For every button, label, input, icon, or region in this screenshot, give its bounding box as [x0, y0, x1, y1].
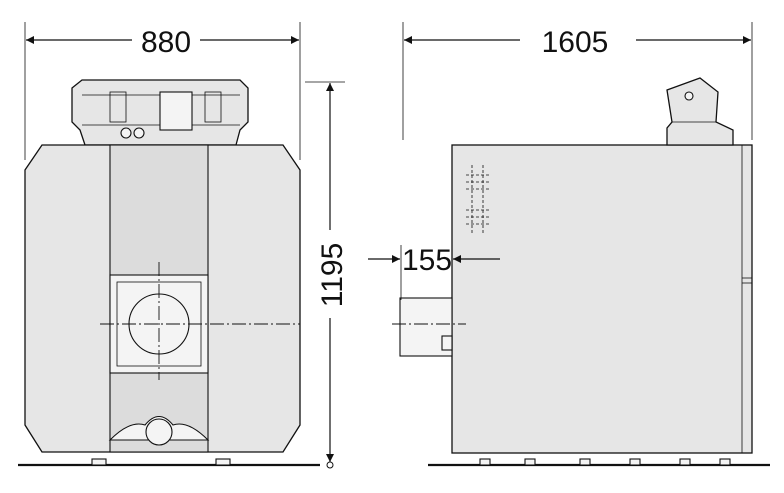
- dimension-front-width: 880: [24, 22, 301, 160]
- dimension-label-155: 155: [402, 244, 452, 277]
- front-port-1: [120, 127, 132, 139]
- dimension-label-880: 880: [141, 26, 191, 59]
- front-foot-left: [91, 458, 107, 466]
- side-top-unit: [666, 77, 734, 146]
- front-top-connector: [159, 91, 193, 131]
- drain-opening: [145, 418, 173, 446]
- front-view: [18, 79, 320, 467]
- front-foot-right: [215, 458, 231, 466]
- side-casing: [451, 144, 753, 454]
- dimension-label-1195: 1195: [316, 243, 349, 308]
- dimension-flue-offset: 155: [368, 244, 500, 300]
- front-port-2: [133, 127, 145, 139]
- side-hidden-connections: [466, 165, 490, 234]
- dimension-side-depth: 1605: [402, 22, 753, 140]
- side-view: [392, 77, 770, 467]
- dimension-label-1605: 1605: [542, 26, 609, 59]
- dimension-height: 1195: [305, 81, 349, 469]
